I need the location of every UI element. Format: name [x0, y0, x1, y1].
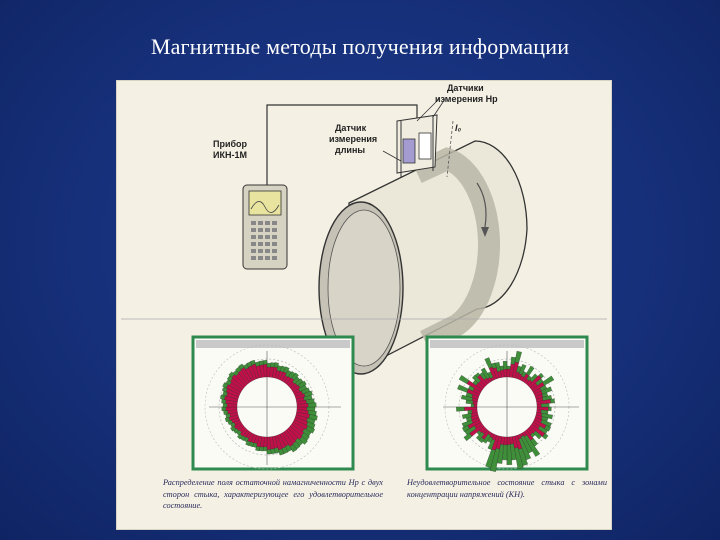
polar-segment [487, 439, 496, 450]
measurement-axis [446, 120, 454, 178]
polar-segment [475, 372, 481, 378]
length-sensor-label-line2: измерения [329, 134, 377, 144]
polar-segment [224, 417, 231, 423]
polar-segment [245, 440, 251, 447]
polar-segment [262, 360, 268, 365]
hp-sensor-label-line2: измерения Hp [435, 94, 498, 104]
pipe-inner-wall [327, 209, 401, 367]
hp-sensor-label-line1: Датчики [447, 83, 484, 93]
polar-segment [223, 410, 229, 415]
polar-segment [278, 448, 285, 456]
polar-segment [461, 394, 473, 401]
right-polar-plot [425, 335, 589, 472]
polar-segment [258, 360, 264, 366]
polar-segment [237, 433, 243, 440]
polar-segment [542, 375, 555, 386]
left-plot-caption: Распределение поля остаточной намагничен… [163, 478, 383, 510]
device-label-line1: Прибор [213, 139, 248, 149]
polar-segment [506, 444, 513, 465]
polar-segment [255, 446, 261, 452]
left-polar-plot [191, 335, 355, 471]
length-sensor-label-line1: Датчик [335, 123, 367, 133]
polar-segment [463, 433, 473, 442]
hp-sensor-leader [416, 98, 440, 122]
polar-segment [457, 384, 469, 393]
polar-segment [518, 364, 527, 375]
polar-segment [456, 406, 465, 412]
axis-label: l₀ [455, 123, 462, 133]
polar-segment [489, 448, 500, 472]
polar-segment [473, 403, 478, 408]
polar-segment [222, 382, 229, 389]
polar-segment [538, 372, 544, 379]
polar-segment [523, 434, 541, 457]
length-sensor-leader [382, 150, 402, 162]
polar-segment [291, 372, 299, 381]
polar-segment [307, 402, 317, 408]
pipe-diagram: l₀ Прибор ИКН-1М Датчик измерения длины … [121, 83, 607, 472]
polar-segment [238, 363, 245, 370]
polar-segment [230, 425, 236, 432]
polar-segment [548, 406, 552, 412]
polar-segment [221, 406, 227, 412]
polar-segment [495, 362, 501, 372]
polar-segment [541, 413, 553, 420]
polar-segment [222, 403, 228, 408]
device-screen [248, 190, 282, 216]
polar-segment [250, 359, 256, 366]
polar-segment [544, 425, 551, 432]
polar-segment [533, 430, 542, 440]
slide-title: Магнитные методы получения информации [150, 34, 570, 59]
polar-segment [484, 357, 493, 369]
illustration-panel: l₀ Прибор ИКН-1М Датчик измерения длины … [116, 80, 612, 530]
polar-segment [470, 403, 475, 408]
polar-segment [499, 365, 504, 371]
polar-segment [506, 365, 511, 370]
polar-segment [467, 409, 473, 415]
polar-segment [550, 398, 555, 404]
polar-segment [273, 362, 279, 368]
polar-segment [472, 374, 481, 384]
polar-segment [289, 444, 298, 453]
rotation-arrow [481, 227, 489, 237]
polar-segment [266, 449, 272, 455]
polar-segment [462, 413, 472, 419]
length-sensor-label-line3: длины [335, 145, 365, 155]
polar-segment [305, 425, 315, 434]
polar-segment [308, 414, 318, 421]
polar-segment [502, 361, 508, 370]
polar-segment [298, 380, 307, 389]
polar-segment [263, 446, 268, 452]
polar-segment [480, 367, 491, 380]
right-plot-caption: Неудовлетворительное состояние стыка с з… [407, 478, 607, 499]
polar-segment [283, 366, 290, 374]
polar-segment [503, 369, 508, 378]
polar-segment [506, 436, 511, 445]
polar-segment [526, 365, 535, 376]
polar-segment [266, 362, 271, 368]
sensor-cable [266, 104, 418, 186]
polar-segment [458, 375, 470, 384]
polar-segment [536, 403, 542, 408]
polar-segment [541, 386, 553, 395]
polar-segment [299, 436, 308, 445]
polar-segment [462, 425, 470, 432]
ikn-device [242, 184, 288, 270]
polar-segment [491, 362, 497, 369]
polar-segment [485, 449, 496, 468]
hp-sensors [396, 114, 438, 177]
polar-segment [478, 437, 485, 443]
polar-segment [476, 431, 485, 441]
polar-segment [270, 448, 276, 455]
polar-segment [461, 419, 473, 428]
polar-segment [542, 433, 549, 440]
weld-seam [412, 147, 501, 351]
polar-segment [514, 350, 522, 363]
polar-segment [541, 403, 550, 408]
device-label-line2: ИКН-1М [213, 150, 247, 160]
polar-segment [514, 447, 524, 470]
polar-segment [220, 394, 226, 400]
